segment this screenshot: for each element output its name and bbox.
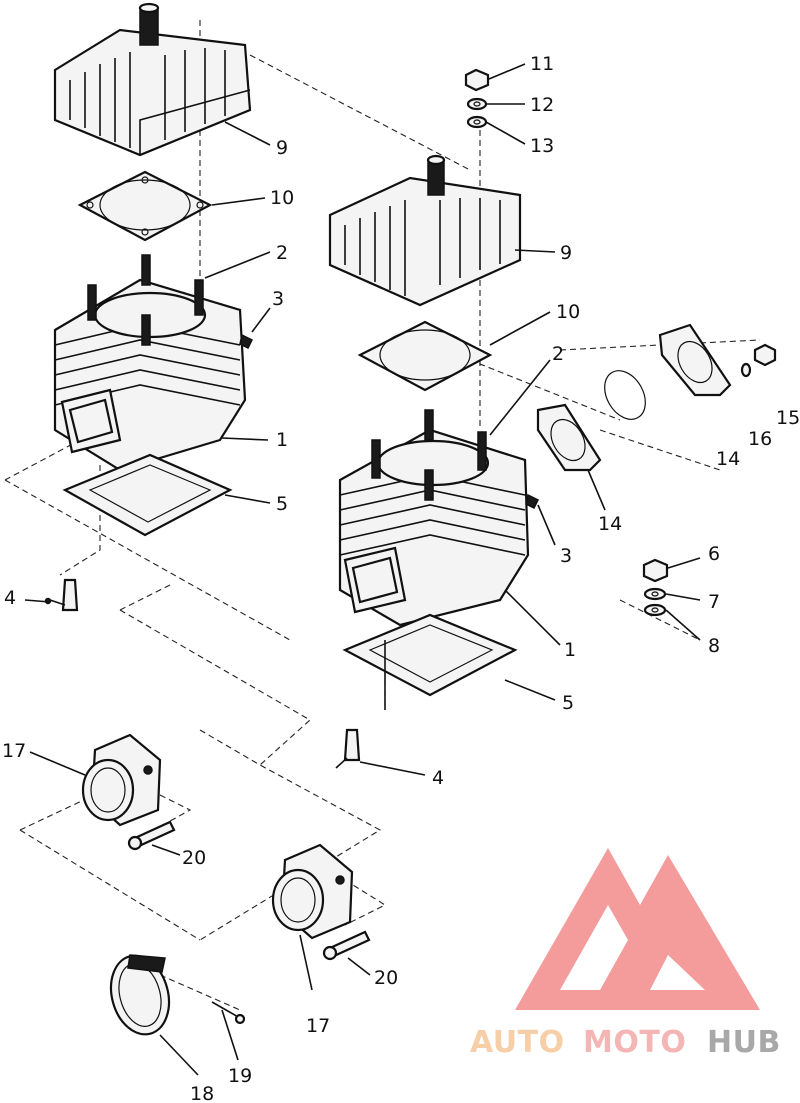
cylinder-head-left bbox=[53, 2, 252, 157]
nut-washer-stack-mid bbox=[642, 558, 669, 617]
head-gasket-right bbox=[357, 320, 493, 392]
leader-lines bbox=[24, 63, 701, 1076]
callout-14-left: 14 bbox=[598, 513, 622, 535]
callout-20-left: 20 bbox=[182, 847, 206, 869]
callout-15: 15 bbox=[776, 407, 800, 429]
callout-3-right: 3 bbox=[560, 545, 572, 567]
assembly-guide-lines bbox=[4, 20, 761, 1011]
callout-5-right: 5 bbox=[562, 692, 574, 714]
screw bbox=[211, 1001, 246, 1025]
callout-10-right: 10 bbox=[556, 301, 580, 323]
callout-6: 6 bbox=[708, 543, 720, 565]
cylinder-right bbox=[338, 409, 540, 627]
callout-18: 18 bbox=[190, 1083, 214, 1103]
callout-10-left: 10 bbox=[270, 187, 294, 209]
callout-9-right: 9 bbox=[560, 242, 572, 264]
watermark-logo-icon bbox=[515, 848, 760, 1010]
callout-17-right: 17 bbox=[306, 1015, 330, 1037]
bolt-right bbox=[322, 930, 371, 961]
watermark-moto: MOTO bbox=[583, 1025, 686, 1060]
cylinder-left bbox=[53, 254, 254, 472]
watermark: AUTO MOTO HUB bbox=[470, 848, 781, 1060]
bolt-left bbox=[127, 820, 176, 851]
callout-2-left: 2 bbox=[276, 242, 288, 264]
head-gasket-left bbox=[77, 170, 213, 242]
exhaust-gaskets bbox=[536, 323, 777, 472]
base-gasket-right bbox=[342, 613, 518, 710]
callout-8: 8 bbox=[708, 635, 720, 657]
callout-3-left: 3 bbox=[272, 288, 284, 310]
callout-20-right: 20 bbox=[374, 967, 398, 989]
callout-13: 13 bbox=[530, 135, 554, 157]
base-gasket-left bbox=[62, 453, 233, 537]
callout-17-left: 17 bbox=[2, 740, 26, 762]
callout-5-left: 5 bbox=[276, 493, 288, 515]
intake-flange-right bbox=[271, 843, 354, 940]
callout-19: 19 bbox=[228, 1065, 252, 1087]
callout-2-right: 2 bbox=[552, 343, 564, 365]
clamp bbox=[109, 954, 171, 1036]
callout-9-left: 9 bbox=[276, 137, 288, 159]
watermark-auto: AUTO bbox=[470, 1025, 565, 1060]
callout-12: 12 bbox=[530, 94, 554, 116]
intake-flange-left bbox=[81, 733, 162, 827]
callout-1-right: 1 bbox=[564, 639, 576, 661]
callout-labels: 9 10 2 3 1 5 4 11 12 13 9 10 2 15 16 14 … bbox=[2, 53, 800, 1103]
fitting-left bbox=[44, 578, 79, 612]
callout-7: 7 bbox=[708, 591, 720, 613]
callout-4-left: 4 bbox=[4, 587, 16, 609]
callout-16: 16 bbox=[748, 428, 772, 450]
fitting-right bbox=[335, 728, 361, 769]
callout-4-right: 4 bbox=[432, 767, 444, 789]
callout-14-right: 14 bbox=[716, 448, 740, 470]
nut-washer-stack-top bbox=[464, 68, 490, 129]
callout-11: 11 bbox=[530, 53, 554, 75]
cylinder-head-right bbox=[328, 154, 522, 307]
watermark-hub: HUB bbox=[707, 1025, 781, 1060]
callout-1-left: 1 bbox=[276, 429, 288, 451]
